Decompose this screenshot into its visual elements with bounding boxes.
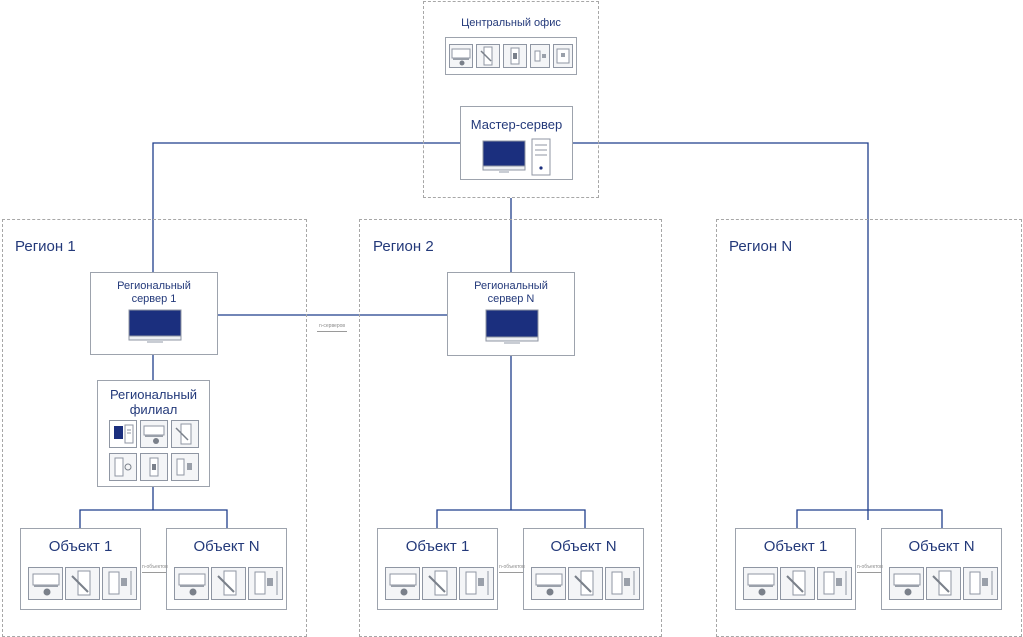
turnstile-icon — [531, 567, 566, 600]
door-icon — [476, 44, 500, 68]
turnstile-icon — [889, 567, 924, 600]
master-server-icons — [482, 138, 551, 176]
door-icon — [171, 420, 199, 448]
regional-server-n-box: Региональный сервер N — [447, 272, 575, 356]
region-2-object-n: Объект N — [523, 528, 644, 610]
objects-link-label: n-объектов — [142, 564, 168, 573]
monitor-icon — [109, 420, 137, 448]
monitor-icon — [485, 309, 539, 344]
region-1-object-1: Объект 1 — [20, 528, 141, 610]
region-1-label: Регион 1 — [15, 238, 76, 255]
keypad-reader-icon — [553, 44, 573, 68]
door-lock-icon — [248, 567, 283, 600]
object-title: Объект N — [550, 538, 617, 555]
turnstile-icon — [385, 567, 420, 600]
object-title: Объект 1 — [763, 538, 828, 555]
central-office-devices — [445, 37, 577, 75]
region-1-object-n: Объект N — [166, 528, 287, 610]
object-title: Объект 1 — [48, 538, 113, 555]
region-2-object-1: Объект 1 — [377, 528, 498, 610]
regional-branch-line1: Региональный — [109, 387, 198, 402]
regional-server-1-line1: Региональный — [117, 280, 191, 292]
keypad-reader-icon — [109, 453, 137, 481]
master-server-title: Мастер-сервер — [470, 117, 563, 132]
regional-branch-line2: филиал — [129, 402, 178, 417]
door-lock-icon — [503, 44, 527, 68]
objects-link-label: n-объектов — [857, 564, 883, 573]
objects-link-label: n-объектов — [499, 564, 525, 573]
master-server-box: Мастер-сервер — [460, 106, 573, 180]
central-office-title: Центральный офис — [461, 17, 561, 29]
door-lock-icon — [963, 567, 998, 600]
door-icon — [780, 567, 815, 600]
regional-server-n-line2: сервер N — [487, 293, 535, 305]
turnstile-icon — [449, 44, 473, 68]
turnstile-icon — [743, 567, 778, 600]
door-icon — [65, 567, 100, 600]
monitor-icon — [128, 309, 182, 343]
door-icon — [211, 567, 246, 600]
link-master-regionN — [573, 142, 869, 520]
door-lock-icon — [102, 567, 137, 600]
regional-server-1-line2: сервер 1 — [131, 293, 177, 305]
link-master-region1 — [152, 142, 460, 272]
region-n-label: Регион N — [729, 238, 793, 255]
region-2-label: Регион 2 — [373, 238, 434, 255]
regional-server-n-line1: Региональный — [474, 280, 548, 292]
region-n-object-n: Объект N — [881, 528, 1002, 610]
door-icon — [926, 567, 961, 600]
server-tower-icon — [531, 138, 551, 176]
link-objects-rN — [796, 509, 943, 528]
turnstile-icon — [174, 567, 209, 600]
object-title: Объект 1 — [405, 538, 470, 555]
monitor-icon — [482, 140, 526, 173]
door-icon — [568, 567, 603, 600]
object-title: Объект N — [908, 538, 975, 555]
door-icon — [422, 567, 457, 600]
door-lock-icon — [140, 453, 168, 481]
central-office-region — [423, 1, 599, 198]
door-lock-icon — [605, 567, 640, 600]
door-lock-icon — [459, 567, 494, 600]
object-title: Объект N — [193, 538, 260, 555]
regional-branch-box: Региональный филиал — [97, 380, 210, 487]
card-reader-icon — [530, 44, 550, 68]
region-n-object-1: Объект 1 — [735, 528, 856, 610]
turnstile-icon — [28, 567, 63, 600]
door-lock-icon — [817, 567, 852, 600]
link-objects-r1 — [79, 509, 228, 528]
servers-link-label: n-серверов — [317, 323, 347, 332]
regional-server-1-box: Региональный сервер 1 — [90, 272, 218, 355]
link-objects-r2 — [436, 509, 586, 528]
card-reader-icon — [171, 453, 199, 481]
turnstile-icon — [140, 420, 168, 448]
